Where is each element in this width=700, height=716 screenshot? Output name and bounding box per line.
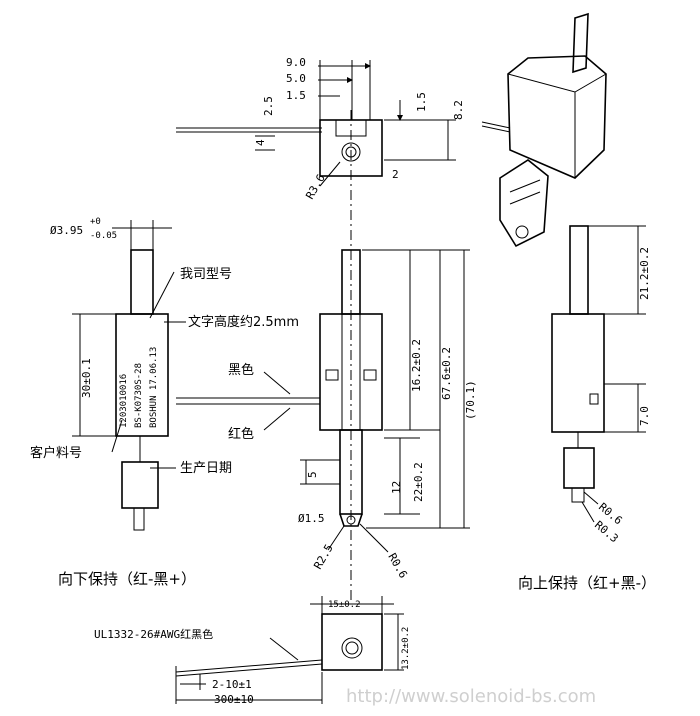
dim-2-10: 2-10±1 xyxy=(212,678,252,691)
dim-1-5-a: 1.5 xyxy=(286,89,306,102)
top-view-body xyxy=(319,119,383,177)
dim-15: 15±0.2 xyxy=(328,600,361,610)
marking-line1: 1203010016 xyxy=(119,374,129,428)
radius-r3-6: R3.6 xyxy=(303,172,328,201)
isometric-view xyxy=(481,12,607,248)
center-view: 黑色 红色 16.2±0.2 67.6±0.2 (70.1) 22±0.2 12… xyxy=(176,249,477,580)
dim-1-5-b: 1.5 xyxy=(415,92,428,112)
dim-8-2: 8.2 xyxy=(452,100,465,120)
radius-r0-6: R0.6 xyxy=(385,551,410,580)
marking-line2: BS-K0730S-28 xyxy=(134,363,144,428)
label-black: 黑色 xyxy=(228,362,254,378)
label-text-height: 文字高度约2.5mm xyxy=(188,314,299,330)
left-view-body xyxy=(115,313,169,437)
dim-16-2: 16.2±0.2 xyxy=(410,339,423,392)
bottom-view: 15±0.2 13.2±0.2 UL1332-26#AWG红黑色 2-10±1 … xyxy=(94,596,411,706)
dim-13-2: 13.2±0.2 xyxy=(401,627,411,670)
dim-21-2: 21.2±0.2 xyxy=(638,247,651,300)
diameter-tol-plus: +0 xyxy=(90,217,101,227)
dim-5-0: 5.0 xyxy=(286,72,306,85)
dim-7-0: 7.0 xyxy=(638,406,651,426)
dim-30: 30±0.1 xyxy=(80,358,93,398)
dim-4: 4 xyxy=(254,139,267,146)
dim-22: 22±0.2 xyxy=(412,462,425,502)
label-company-model: 我司型号 xyxy=(180,267,232,282)
diameter-1-5: Ø1.5 xyxy=(298,512,325,525)
label-customer-part: 客户料号 xyxy=(30,445,82,461)
left-caption: 向下保持（红-黑+） xyxy=(58,570,196,588)
watermark: http://www.solenoid-bs.com xyxy=(346,686,596,707)
dim-300: 300±10 xyxy=(214,693,254,706)
dim-12: 12 xyxy=(390,481,403,494)
radius-r2-5: R2.5 xyxy=(311,542,336,571)
top-view: 9.0 5.0 1.5 2.5 4 1.5 8.2 2 R3.6 xyxy=(176,56,465,202)
diameter-3-95: Ø3.95 xyxy=(50,224,83,237)
marking-line3: BOSHUN 17.06.13 xyxy=(149,347,159,428)
dim-2: 2 xyxy=(392,168,399,181)
right-view-body xyxy=(551,313,605,433)
diameter-tol-minus: -0.05 xyxy=(90,231,117,241)
right-view: 21.2±0.2 7.0 R0.6 R0.3 向上保持（红+黑-） xyxy=(518,225,656,592)
wire-label: UL1332-26#AWG红黑色 xyxy=(94,627,213,641)
label-red: 红色 xyxy=(228,426,254,442)
dim-70-1: (70.1) xyxy=(464,380,477,420)
dim-67-6: 67.6±0.2 xyxy=(440,347,453,400)
left-view: Ø3.95 +0 -0.05 30±0.1 1203010016 BS-K073… xyxy=(30,217,299,588)
label-date: 生产日期 xyxy=(180,461,232,476)
bottom-view-body xyxy=(321,613,383,671)
dim-2-5: 2.5 xyxy=(262,96,275,116)
right-caption: 向上保持（红+黑-） xyxy=(518,574,656,592)
dim-5: 5 xyxy=(306,471,319,478)
dim-9-0: 9.0 xyxy=(286,56,306,69)
